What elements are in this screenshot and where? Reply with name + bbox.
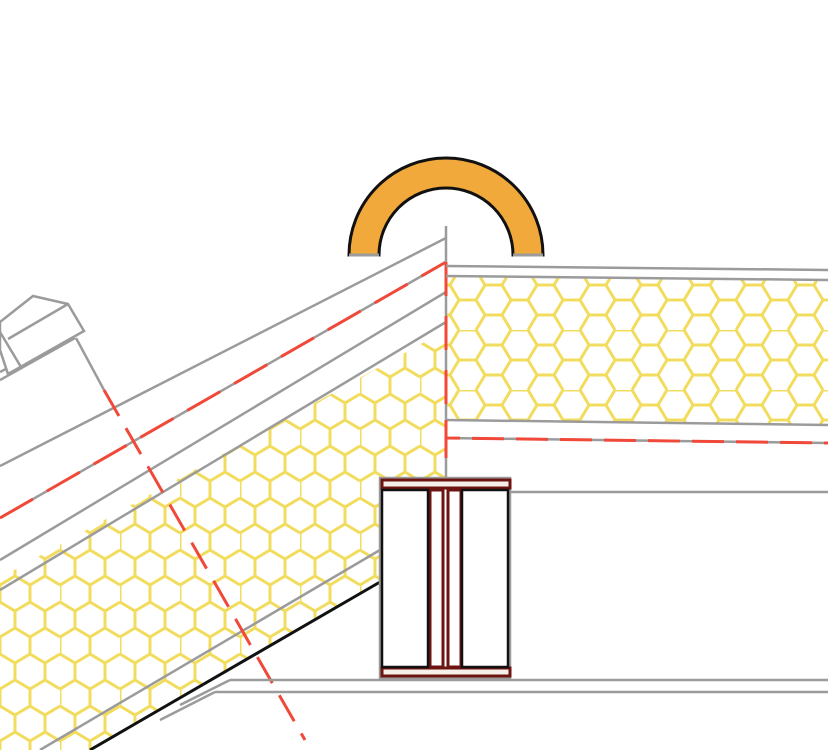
flat-roof-layers (159, 264, 828, 722)
section-cut-line (102, 389, 307, 741)
pitched-roof-layers (0, 236, 447, 750)
roof-tile (0, 294, 106, 391)
ridge-cap (347, 156, 545, 257)
pitched-membrane (0, 260, 447, 520)
flat-roof-insulation (446, 276, 828, 425)
steel-beam (378, 476, 512, 680)
rafter-underside (89, 580, 381, 750)
flat-membrane (444, 420, 828, 445)
